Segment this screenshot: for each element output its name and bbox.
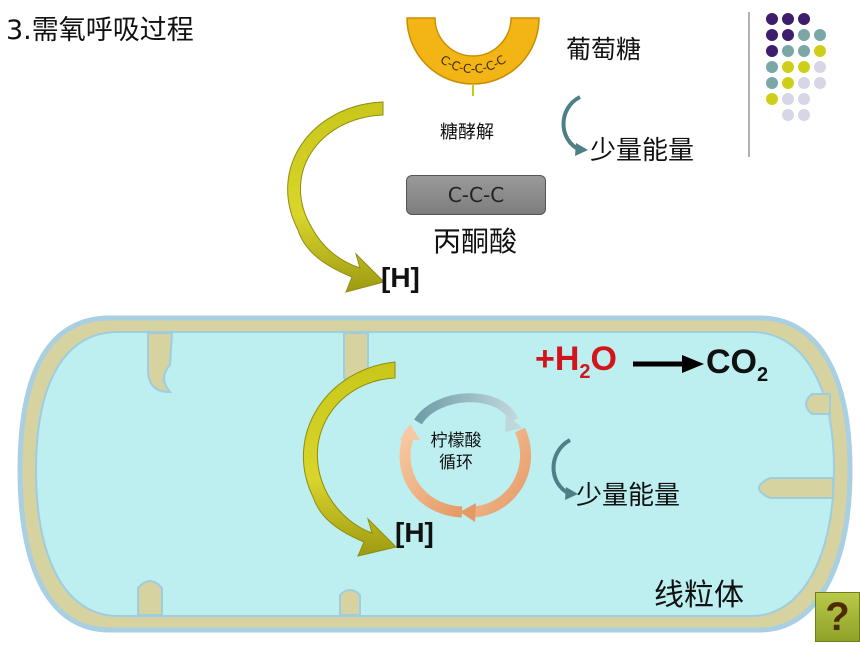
decorative-dot (782, 109, 794, 121)
co2-main: CO (706, 343, 757, 381)
decorative-dot (798, 109, 810, 121)
decorative-dot (798, 61, 810, 73)
decorative-dot (766, 93, 778, 105)
glycolysis-curved-arrow (287, 101, 385, 293)
water-input-label: +H2O (535, 340, 617, 384)
water-prefix: +H (535, 340, 580, 378)
decorative-dot (782, 45, 794, 57)
decorative-dot (782, 29, 794, 41)
glucose-molecule: C-C-C-C-C-C (406, 17, 540, 96)
decorative-dot (766, 61, 778, 73)
decorative-dot (798, 29, 810, 41)
co2-output-label: CO2 (706, 343, 768, 387)
crista-fold (147, 332, 174, 394)
decorative-dot (798, 93, 810, 105)
decorative-dot (814, 61, 826, 73)
citric-cycle-line1: 柠檬酸 (430, 431, 482, 451)
glucose-label: 葡萄糖 (566, 35, 642, 64)
crista-fold (339, 589, 361, 616)
pyruvate-label: 丙酮酸 (433, 225, 518, 258)
pyruvate-formula-box: C-C-C (406, 175, 546, 215)
krebs-curved-arrow (302, 361, 397, 557)
decorative-dot (798, 45, 810, 57)
crista-fold (137, 580, 163, 616)
decorative-dot (782, 93, 794, 105)
energy-arrow-top-icon (561, 95, 582, 152)
mitochondrion-label: 线粒体 (654, 578, 744, 613)
water-suffix: O (590, 340, 617, 378)
energy-arrowhead-top-icon (575, 143, 588, 156)
reaction-arrowhead-icon (682, 355, 704, 373)
help-button[interactable]: ? (815, 592, 860, 642)
water-subscript: 2 (579, 360, 591, 383)
mitochondrion-matrix (34, 331, 836, 617)
decorative-dot (814, 29, 826, 41)
decorative-dot (782, 61, 794, 73)
decorative-dot (766, 45, 778, 57)
decorative-dot (782, 13, 794, 25)
page-title: 3.需氧呼吸过程 (6, 15, 194, 46)
citric-cycle-line2: 循环 (439, 453, 473, 473)
citric-cycle-arrows (399, 393, 531, 522)
crista-fold (758, 477, 834, 499)
mitochondrion (17, 315, 853, 633)
citric-cycle-label: 柠檬酸 循环 (416, 430, 496, 474)
energy-label-top: 少量能量 (590, 136, 695, 166)
decorative-dot (798, 77, 810, 89)
decorative-dot (814, 77, 826, 89)
decorative-dot-grid (766, 13, 826, 121)
decorative-dot (766, 29, 778, 41)
glucose-chain-text: C-C-C-C-C-C (438, 52, 509, 76)
decorative-dot (766, 77, 778, 89)
hydrogen-label-bottom: [H] (395, 517, 434, 548)
decorative-dot (766, 13, 778, 25)
decorative-dot (782, 77, 794, 89)
energy-arrow-bottom-icon (551, 438, 572, 496)
energy-arrowhead-bottom-icon (565, 487, 578, 500)
decorative-dot (798, 13, 810, 25)
co2-subscript: 2 (757, 363, 769, 386)
crista-fold (805, 393, 831, 415)
hydrogen-label-top: [H] (381, 262, 420, 293)
decorative-dot (814, 45, 826, 57)
glycolysis-label: 糖酵解 (440, 122, 494, 143)
energy-label-bottom: 少量能量 (576, 481, 681, 511)
